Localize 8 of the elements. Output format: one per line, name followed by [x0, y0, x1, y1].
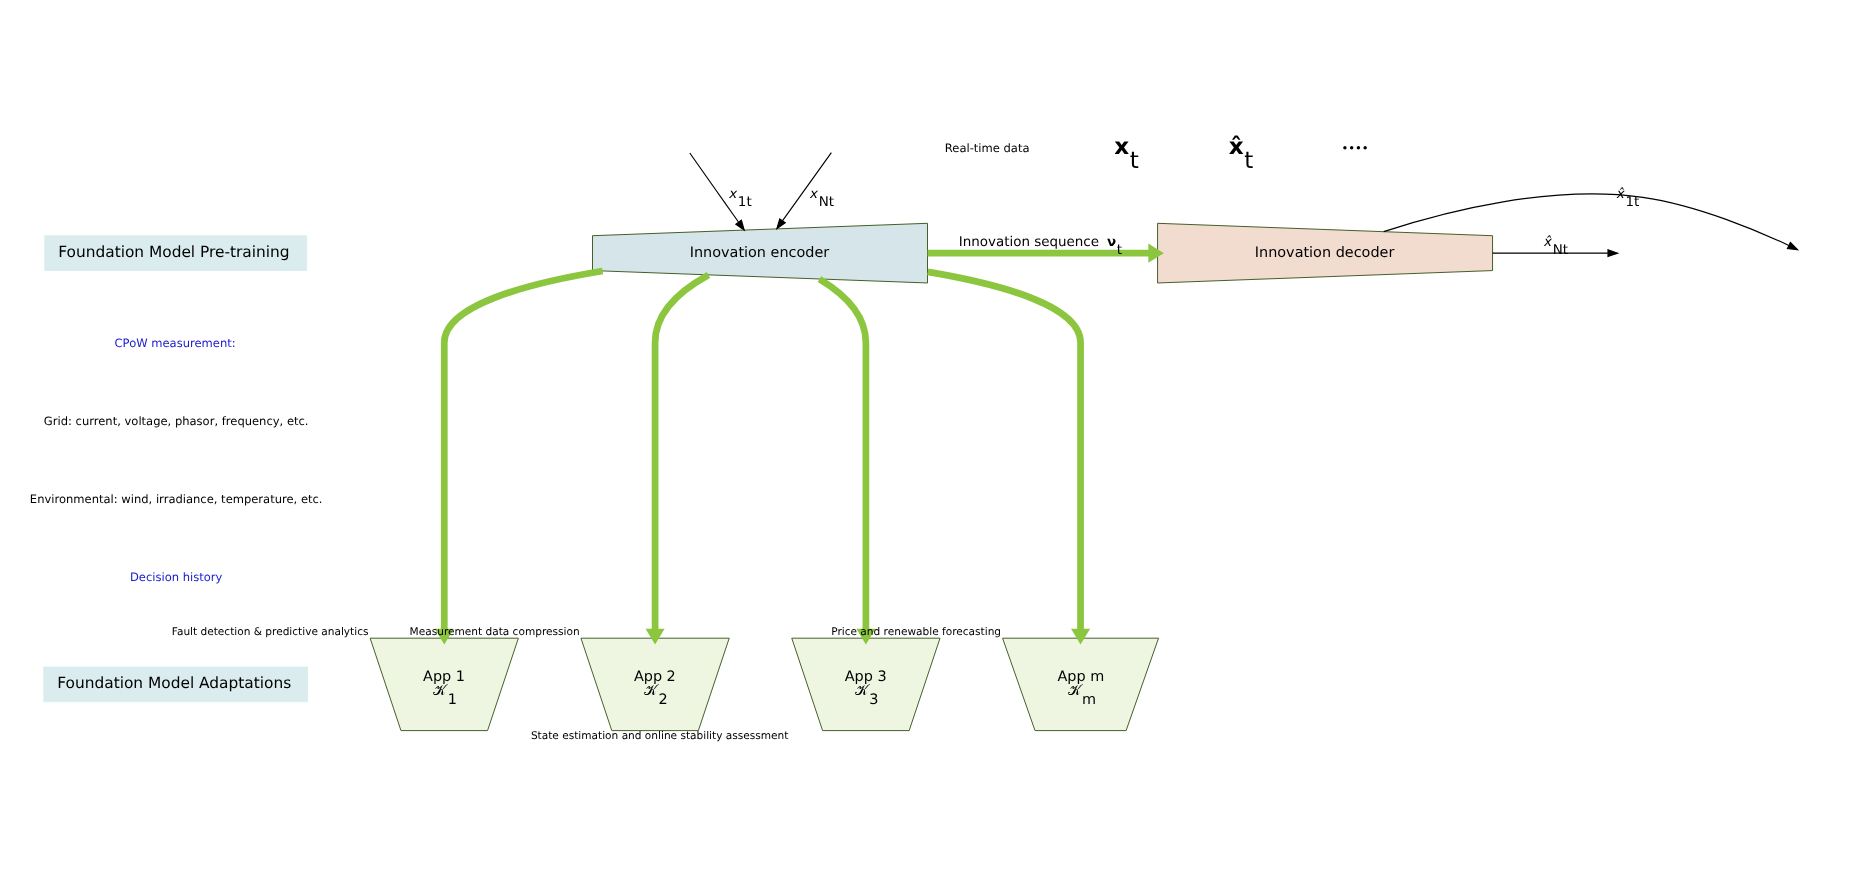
- arrow: [645, 271, 711, 644]
- arrow: [817, 275, 876, 644]
- arrow: [775, 151, 832, 230]
- arrow: [1492, 247, 1620, 257]
- arrow: [1383, 192, 1800, 250]
- arrow: [927, 267, 1091, 644]
- arrow: [927, 242, 1164, 262]
- arrow: [689, 151, 746, 231]
